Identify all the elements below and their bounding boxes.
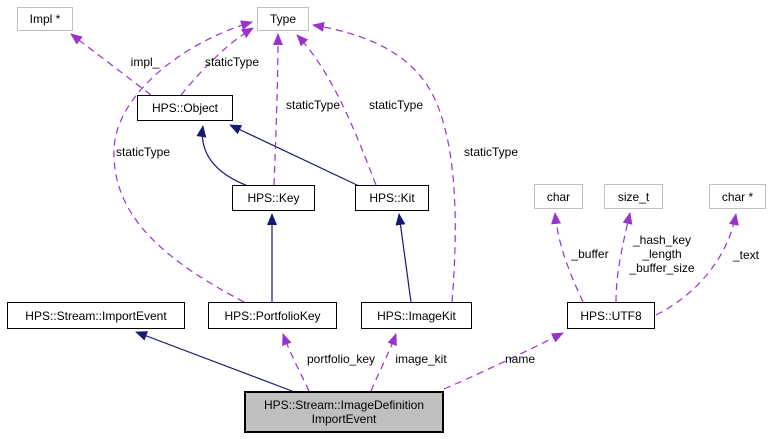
- node-size-t: size_t: [604, 184, 663, 209]
- edge-object-impl: [70, 33, 152, 96]
- node-impl-ptr: Impl *: [17, 7, 73, 31]
- edge-label-portfolio-key: portfolio_key: [306, 352, 376, 366]
- edge-label-statictype-object: staticType: [204, 55, 260, 69]
- node-hps-kit[interactable]: HPS::Kit: [355, 185, 429, 211]
- edge-kit-inherits-object: [229, 124, 360, 187]
- edge-label-text: _text: [732, 248, 760, 262]
- node-hps-object[interactable]: HPS::Object: [137, 95, 233, 121]
- edge-utf8-buffer: [551, 212, 584, 303]
- edge-label-buffer: _buffer: [571, 247, 609, 261]
- edge-label-image-kit: image_kit: [395, 352, 447, 366]
- edge-label-statictype-kit: staticType: [368, 98, 424, 112]
- node-hps-imagekit[interactable]: HPS::ImageKit: [361, 302, 472, 329]
- node-hps-portfoliokey[interactable]: HPS::PortfolioKey: [208, 302, 337, 329]
- edge-main-inherits-importevent: [135, 331, 293, 392]
- edge-label-length: _length: [642, 247, 682, 261]
- edge-portfoliokey-statictype: [113, 20, 253, 303]
- edge-imagekit-statictype: [312, 21, 456, 303]
- edge-key-statictype: [272, 33, 283, 186]
- node-hps-utf8[interactable]: HPS::UTF8: [567, 302, 655, 329]
- edge-key-inherits-object: [196, 125, 249, 187]
- main-node-label-line2: ImportEvent: [311, 412, 377, 426]
- edge-object-statictype: [180, 27, 254, 96]
- edge-utf8-sizet: [615, 212, 633, 303]
- edge-main-imagekit: [370, 333, 397, 392]
- edge-main-name: [443, 332, 564, 390]
- edge-imagekit-inherits-kit: [395, 213, 412, 303]
- edge-label-name: name: [504, 352, 536, 366]
- node-hps-stream-imagedefinitionimportevent: HPS::Stream::ImageDefinition ImportEvent: [244, 391, 444, 433]
- node-hps-key[interactable]: HPS::Key: [232, 185, 315, 211]
- edge-label-buffer-size: _buffer_size: [629, 261, 695, 275]
- edge-label-statictype-key: staticType: [285, 98, 341, 112]
- edge-label-hash-key: _hash_key: [632, 233, 692, 247]
- edge-utf8-text: [655, 213, 739, 316]
- main-node-label-line1: HPS::Stream::ImageDefinition: [263, 398, 425, 412]
- edge-label-statictype-portfoliokey: staticType: [115, 145, 171, 159]
- edge-label-statictype-imagekit: staticType: [463, 145, 519, 159]
- node-char: char: [534, 184, 583, 209]
- node-hps-stream-importevent[interactable]: HPS::Stream::ImportEvent: [7, 302, 185, 329]
- node-type: Type: [257, 7, 309, 31]
- node-char-ptr: char *: [709, 184, 766, 209]
- edge-label-impl: impl_: [130, 55, 160, 69]
- edge-main-portfoliokey: [282, 333, 310, 392]
